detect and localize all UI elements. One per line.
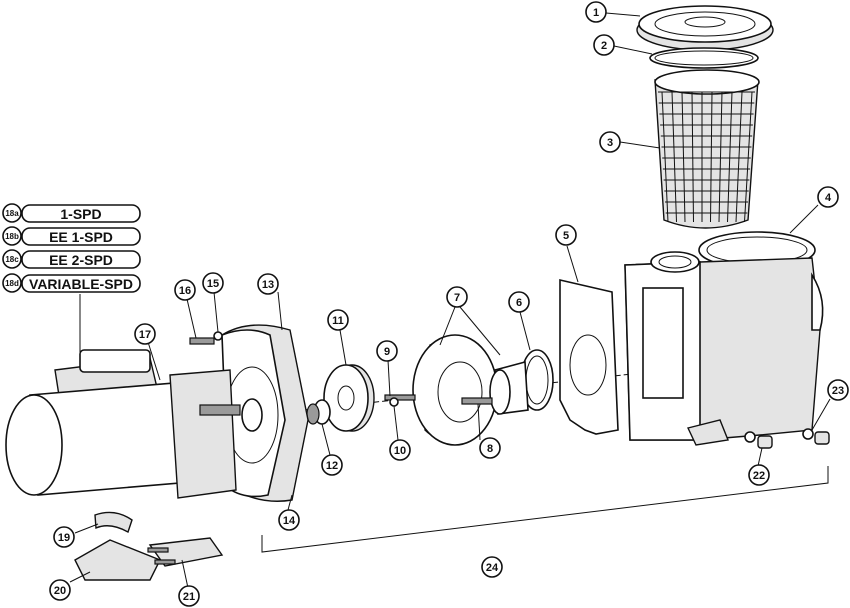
part-impeller bbox=[323, 364, 375, 432]
svg-text:2: 2 bbox=[601, 40, 607, 52]
callout-11: 11 bbox=[327, 309, 349, 331]
motor-option-18d: 18d VARIABLE-SPD bbox=[2, 273, 141, 293]
part-basket bbox=[654, 69, 760, 229]
part-seal-plate-gasket bbox=[559, 278, 619, 435]
part-base-support bbox=[148, 537, 224, 567]
callout-6: 6 bbox=[508, 291, 530, 313]
callout-19: 19 bbox=[53, 526, 75, 548]
motor-option-18b: 18b EE 1-SPD bbox=[2, 226, 141, 246]
callout-24: 24 bbox=[481, 556, 503, 578]
part-impeller-screw bbox=[384, 394, 416, 401]
svg-text:20: 20 bbox=[54, 585, 66, 597]
svg-text:19: 19 bbox=[58, 532, 70, 544]
callout-17: 17 bbox=[134, 323, 156, 345]
svg-text:7: 7 bbox=[454, 292, 460, 304]
part-base bbox=[74, 539, 161, 581]
svg-text:18a: 18a bbox=[5, 209, 19, 218]
svg-text:11: 11 bbox=[332, 315, 344, 327]
part-seal-plate bbox=[221, 324, 309, 502]
part-motor bbox=[5, 349, 241, 499]
svg-text:10: 10 bbox=[394, 445, 406, 457]
callout-2: 2 bbox=[593, 34, 615, 56]
motor-option-18c: 18c EE 2-SPD bbox=[2, 249, 141, 269]
svg-text:VARIABLE-SPD: VARIABLE-SPD bbox=[29, 276, 133, 292]
callout-13: 13 bbox=[257, 273, 279, 295]
callout-12: 12 bbox=[321, 454, 343, 476]
housing-assembly-bracket bbox=[261, 466, 829, 553]
svg-text:16: 16 bbox=[179, 285, 191, 297]
callout-4: 4 bbox=[817, 186, 839, 208]
svg-text:8: 8 bbox=[487, 443, 493, 455]
svg-text:18b: 18b bbox=[5, 232, 19, 241]
svg-text:24: 24 bbox=[486, 562, 499, 574]
callout-1: 1 bbox=[585, 1, 607, 23]
svg-text:EE 2-SPD: EE 2-SPD bbox=[49, 252, 113, 268]
callout-23: 23 bbox=[827, 379, 849, 401]
callout-8: 8 bbox=[479, 437, 501, 459]
callout-15: 15 bbox=[202, 272, 224, 294]
svg-text:22: 22 bbox=[753, 470, 765, 482]
callout-14: 14 bbox=[278, 509, 300, 531]
svg-text:1: 1 bbox=[593, 7, 599, 19]
svg-text:3: 3 bbox=[607, 137, 613, 149]
leader-lines bbox=[69, 12, 831, 589]
part-bolt-washer bbox=[213, 331, 223, 341]
part-motor-foot-pad bbox=[94, 511, 133, 534]
part-lid bbox=[636, 5, 774, 51]
part-pump-housing bbox=[624, 231, 824, 446]
motor-option-18a: 18a 1-SPD bbox=[2, 203, 141, 223]
svg-text:15: 15 bbox=[207, 278, 219, 290]
part-shaft-seal bbox=[461, 397, 493, 405]
svg-text:12: 12 bbox=[326, 460, 338, 472]
callout-5: 5 bbox=[555, 224, 577, 246]
svg-text:21: 21 bbox=[183, 591, 195, 603]
part-rotating-seal bbox=[306, 399, 331, 425]
callout-7: 7 bbox=[446, 286, 468, 308]
svg-text:17: 17 bbox=[139, 329, 151, 341]
svg-text:4: 4 bbox=[825, 192, 832, 204]
svg-text:1-SPD: 1-SPD bbox=[60, 206, 101, 222]
svg-text:5: 5 bbox=[563, 230, 569, 242]
part-lid-o-ring bbox=[649, 47, 759, 69]
callout-10: 10 bbox=[389, 439, 411, 461]
svg-text:6: 6 bbox=[516, 297, 522, 309]
callout-16: 16 bbox=[174, 279, 196, 301]
svg-text:18d: 18d bbox=[5, 279, 19, 288]
svg-text:23: 23 bbox=[832, 385, 844, 397]
part-washer bbox=[389, 397, 399, 407]
part-bolt bbox=[189, 337, 215, 345]
part-diffuser bbox=[412, 334, 529, 446]
part-drain-plugs bbox=[744, 428, 830, 449]
svg-text:13: 13 bbox=[262, 279, 274, 291]
callout-3: 3 bbox=[599, 131, 621, 153]
callout-22: 22 bbox=[748, 464, 770, 486]
callout-20: 20 bbox=[49, 579, 71, 601]
svg-text:EE 1-SPD: EE 1-SPD bbox=[49, 229, 113, 245]
svg-text:14: 14 bbox=[283, 515, 296, 527]
svg-text:18c: 18c bbox=[5, 255, 19, 264]
callout-9: 9 bbox=[376, 340, 398, 362]
svg-text:9: 9 bbox=[384, 346, 390, 358]
callout-21: 21 bbox=[178, 585, 200, 607]
